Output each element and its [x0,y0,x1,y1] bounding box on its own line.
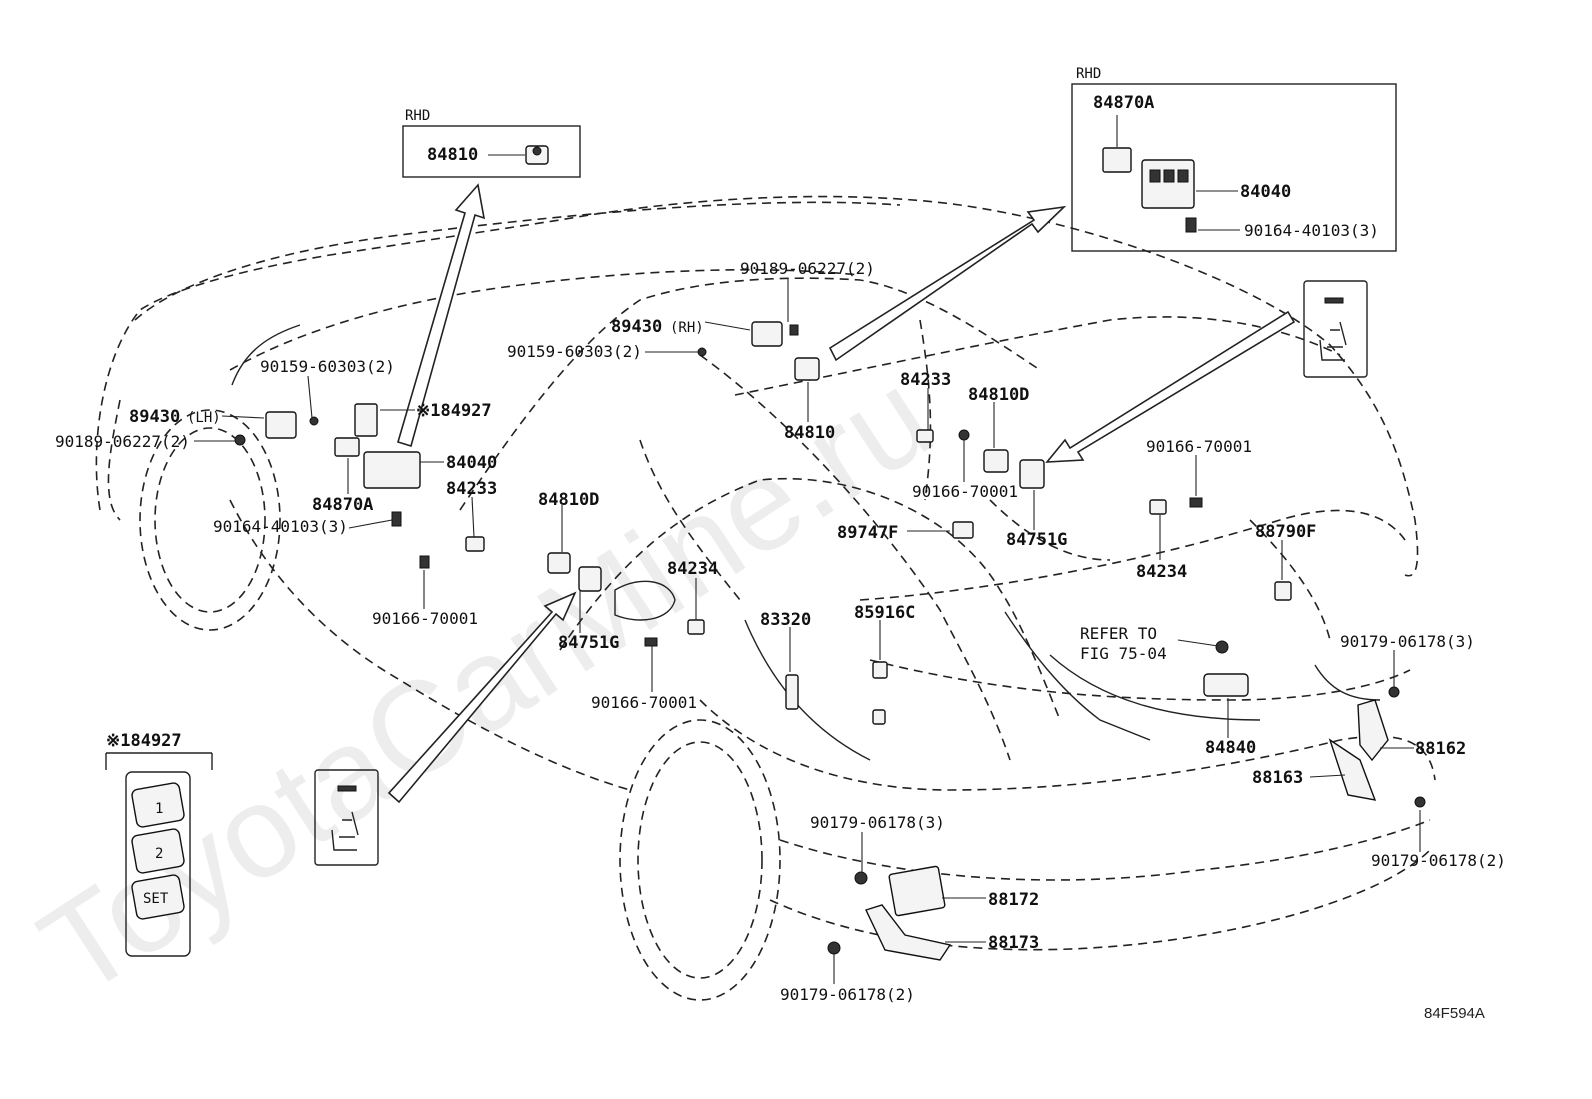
seat-heater-icon-left [331,811,359,851]
memory-btn-set: SET [143,891,169,907]
part-84810-mid [794,357,820,381]
seat-heater-switch-left [314,769,379,866]
part-label-84870a-rhd: 84870A [1093,93,1154,113]
label-84751g-left: 84751G [558,633,619,653]
inset-title-84927: ※184927 [106,731,182,751]
memory-btn-2: 2 [155,846,163,862]
part-84810d-left [547,552,571,574]
label-90166-70001-right: 90166-70001 [912,482,1018,501]
part-88790f [1274,581,1292,601]
part-88172 [888,865,946,917]
label-84234-left: 84234 [667,559,718,579]
car-body-outline [95,195,1436,1001]
label-90179-06178-3-right: 90179-06178(3) [1340,632,1475,651]
part-85916c [872,661,888,679]
label-90164-40103: 90164-40103(3) [213,517,348,536]
part-88163 [1328,738,1377,801]
label-90159-60303-mid: 90159-60303(2) [507,342,642,361]
label-90179-06178-2-right: 90179-06178(2) [1371,851,1506,870]
label-89430-lh-suffix: (LH) [187,410,221,426]
label-88163: 88163 [1252,768,1303,788]
label-84870a: 84870A [312,495,373,515]
label-90189-06227-lh: 90189-06227(2) [55,432,190,451]
seat-heater-switch-right [1303,280,1368,378]
label-84810d-left: 84810D [538,490,599,510]
label-89430-rh-suffix: (RH) [670,320,704,336]
label-84233-right: 84233 [900,370,951,390]
label-84927: ※184927 [416,401,492,421]
part-84751g-right [1019,459,1045,489]
part-glyphs [234,321,1426,961]
label-88162: 88162 [1415,739,1466,759]
label-84751g-right: 84751G [1006,530,1067,550]
label-90166-70001-far-right: 90166-70001 [1146,437,1252,456]
label-85916c: 85916C [854,603,915,623]
label-84810-mid: 84810 [784,423,835,443]
label-88173: 88173 [988,933,1039,953]
callout-arrows [387,183,1296,804]
part-84751g-left [578,566,602,592]
label-fig-75-04: FIG 75-04 [1080,644,1167,663]
label-90189-06227-rh: 90189-06227(2) [740,259,875,278]
arrow-from-seat-heater-left [387,591,577,804]
label-84040: 84040 [446,453,497,473]
figure-code: 84F594A [1424,1005,1485,1022]
memory-btn-1: 1 [155,801,163,817]
inset-tag-rhd: RHD [405,108,430,124]
part-label-84810-rhd: 84810 [427,145,478,165]
inset-memory-switch: ※184927 1 2 SET [105,731,213,957]
label-84840: 84840 [1205,738,1256,758]
arrow-to-rhd-small [397,183,486,448]
part-labels: 90189-06227(2) 89430 (RH) 90159-60303(2)… [55,259,1506,1004]
inset-rhd-large: RHD 84870A 84040 90164-40103(3) [1071,66,1397,252]
part-84810d-right [983,449,1009,473]
label-90179-06178-3-mid: 90179-06178(3) [810,813,945,832]
inset-rhd-small: RHD 84810 [402,108,581,178]
inset-tag-rhd-large: RHD [1076,66,1101,82]
part-89430-rh [751,321,783,347]
part-84040-lh [363,451,421,489]
part-88173 [865,904,952,961]
label-83320: 83320 [760,610,811,630]
part-89430-lh [265,411,297,439]
leader-lines [194,278,1421,984]
label-88790f: 88790F [1255,522,1316,542]
label-90179-06178-2-bottom: 90179-06178(2) [780,985,915,1004]
label-84810d-right: 84810D [968,385,1029,405]
seat-heater-icon [1319,321,1347,361]
label-90159-60303-left: 90159-60303(2) [260,357,395,376]
part-label-84040-rhd: 84040 [1240,182,1291,202]
label-89430-lh: 89430 [129,407,180,427]
label-89430-rh: 89430 [611,317,662,337]
label-84233-left: 84233 [446,479,497,499]
label-refer-to: REFER TO [1080,624,1157,643]
label-90166-70001-mid: 90166-70001 [591,693,697,712]
part-83320 [785,674,799,710]
part-84870a-lh [334,437,360,457]
label-84234-right: 84234 [1136,562,1187,582]
part-89747f [952,521,974,539]
label-88172: 88172 [988,890,1039,910]
arrow-from-seat-heater-right [1045,310,1296,463]
arrow-to-rhd-large [828,205,1067,362]
part-84840 [1203,673,1249,697]
label-90166-70001-left: 90166-70001 [372,609,478,628]
part-label-90164-rhd: 90164-40103(3) [1244,221,1379,240]
label-89747f: 89747F [837,523,898,543]
part-84927 [354,403,378,437]
part-88162 [1357,699,1389,762]
